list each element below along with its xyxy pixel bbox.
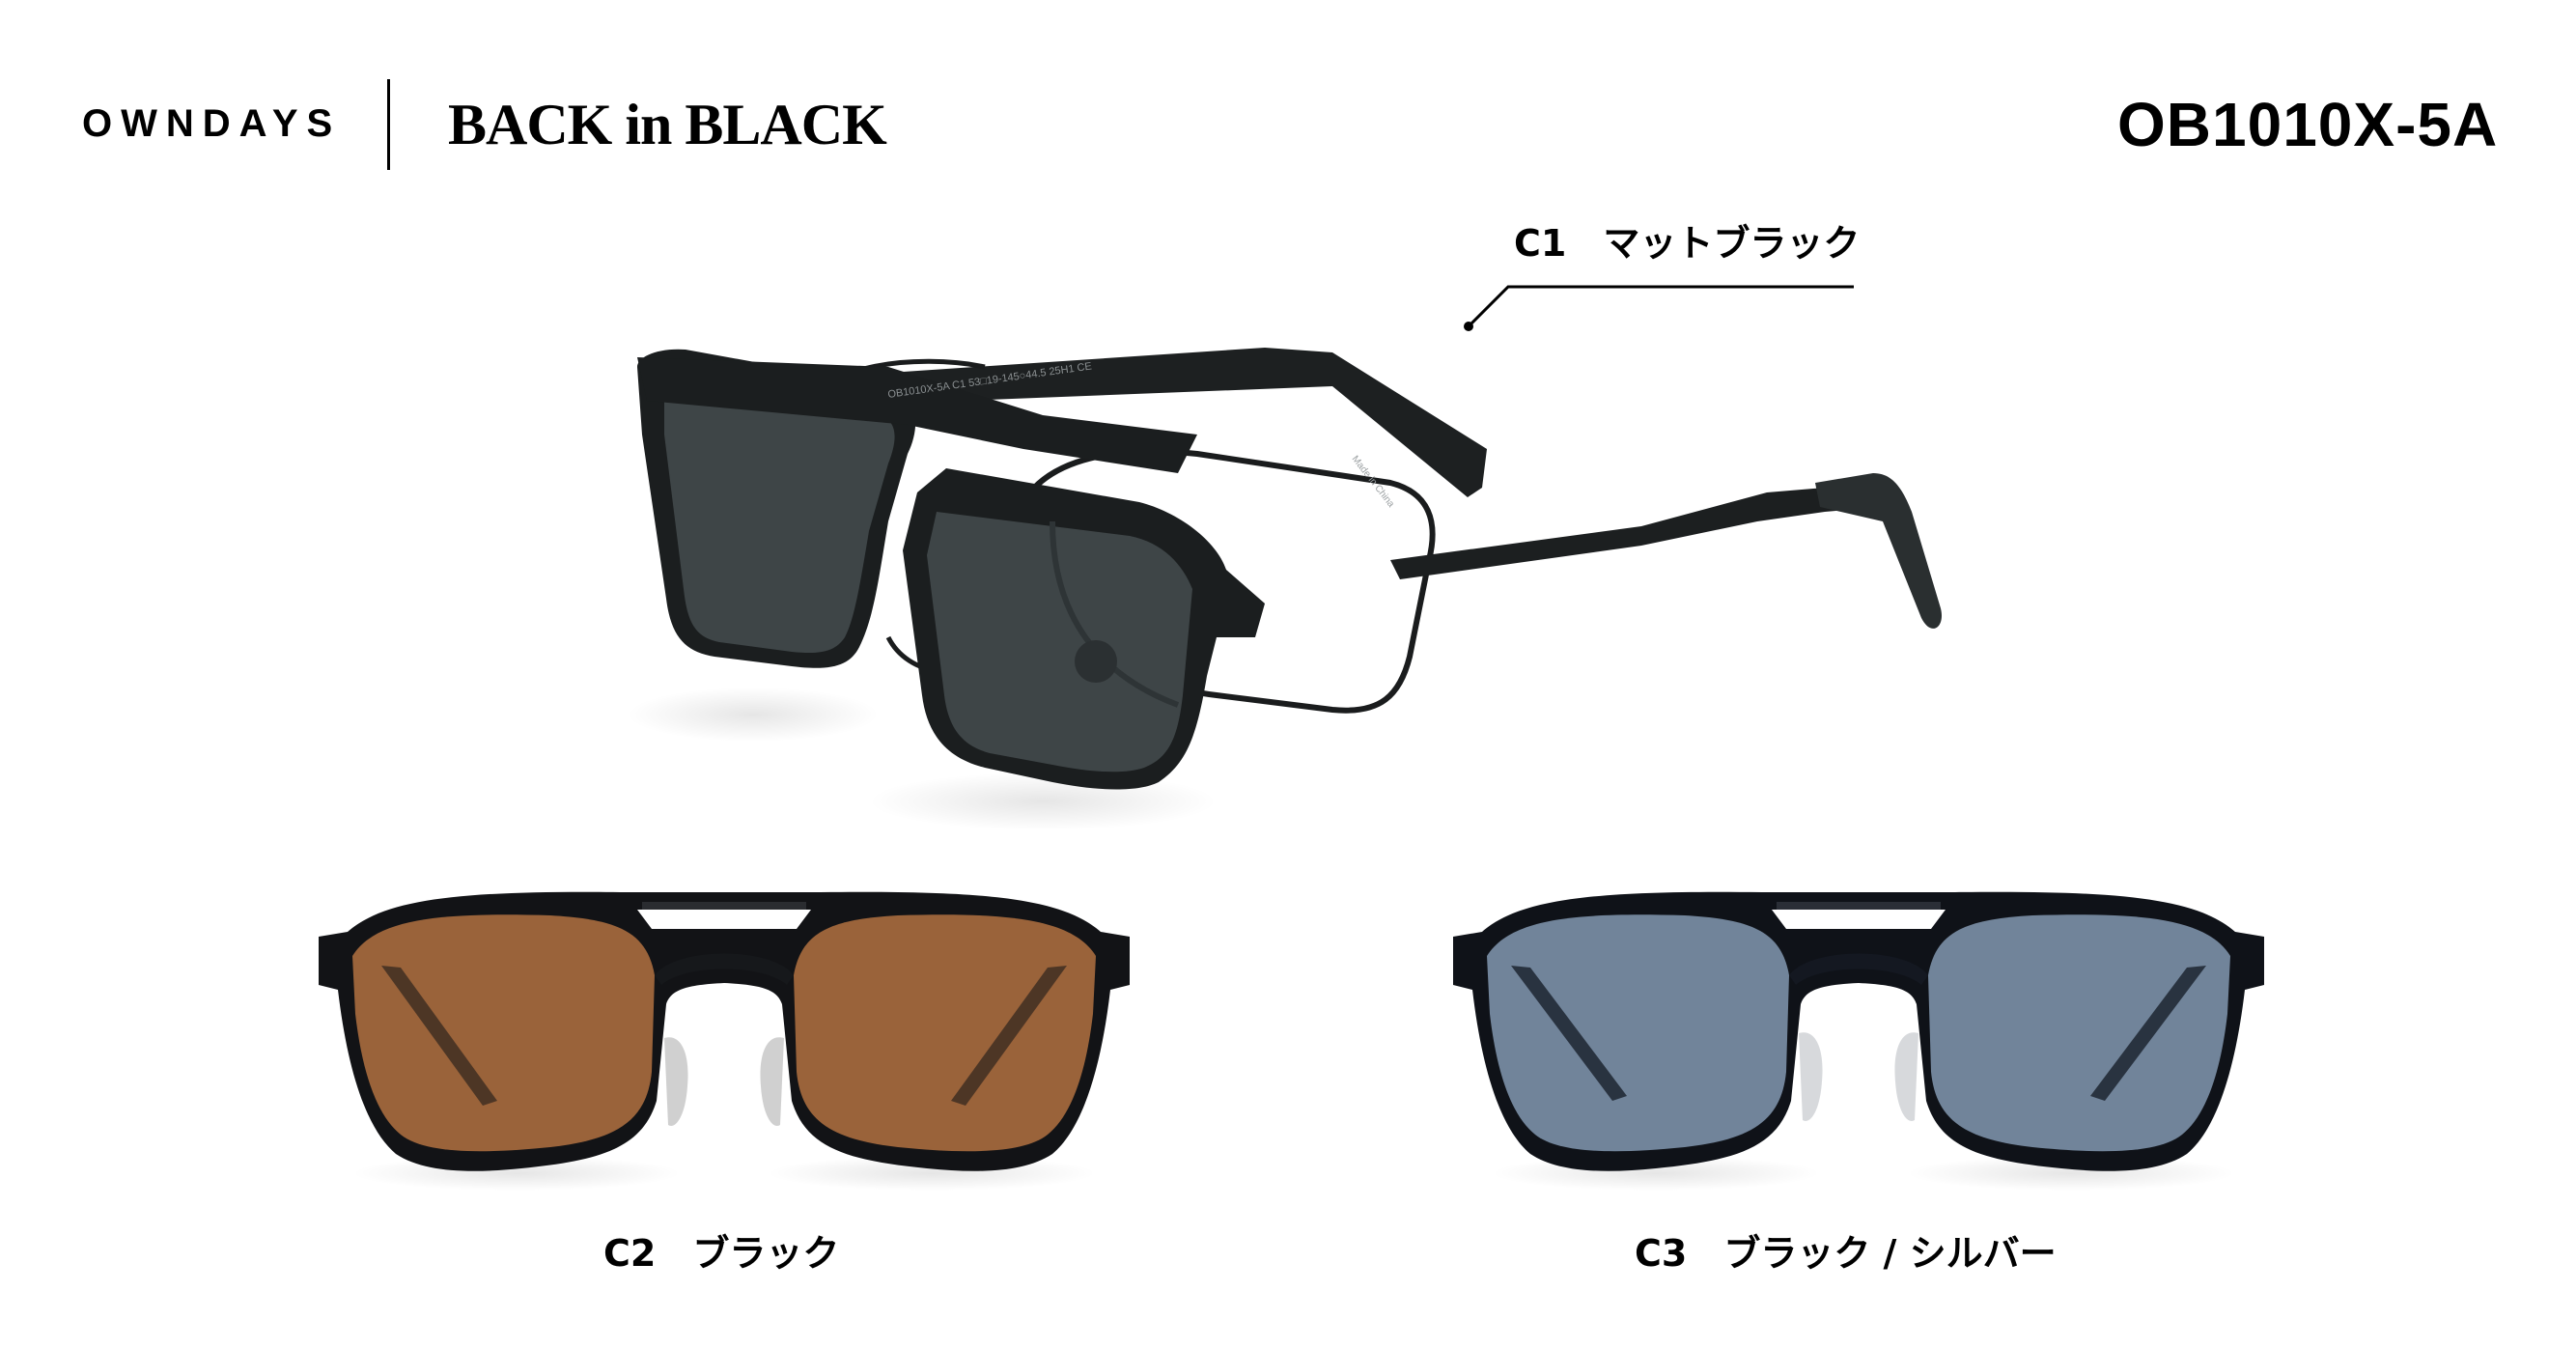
collection-title: BACK in BLACK xyxy=(448,93,887,156)
model-number: OB1010X-5A xyxy=(2117,90,2499,159)
product-image-c2 xyxy=(319,891,1130,1191)
callout-line xyxy=(1464,285,1854,331)
variant-label-c1: C1 マットブラック xyxy=(1514,222,1861,265)
header-divider xyxy=(387,79,390,170)
variant-label-c3: C3 ブラック / シルバー xyxy=(1635,1232,2057,1275)
product-image-c1: OB1010X-5A C1 53□19-145○44.5 25H1 CE Mad… xyxy=(628,348,1942,830)
variant-label-c2: C2 ブラック xyxy=(603,1232,840,1275)
brand-logo: OWNDAYS xyxy=(82,102,342,145)
product-image-c3 xyxy=(1453,891,2264,1191)
